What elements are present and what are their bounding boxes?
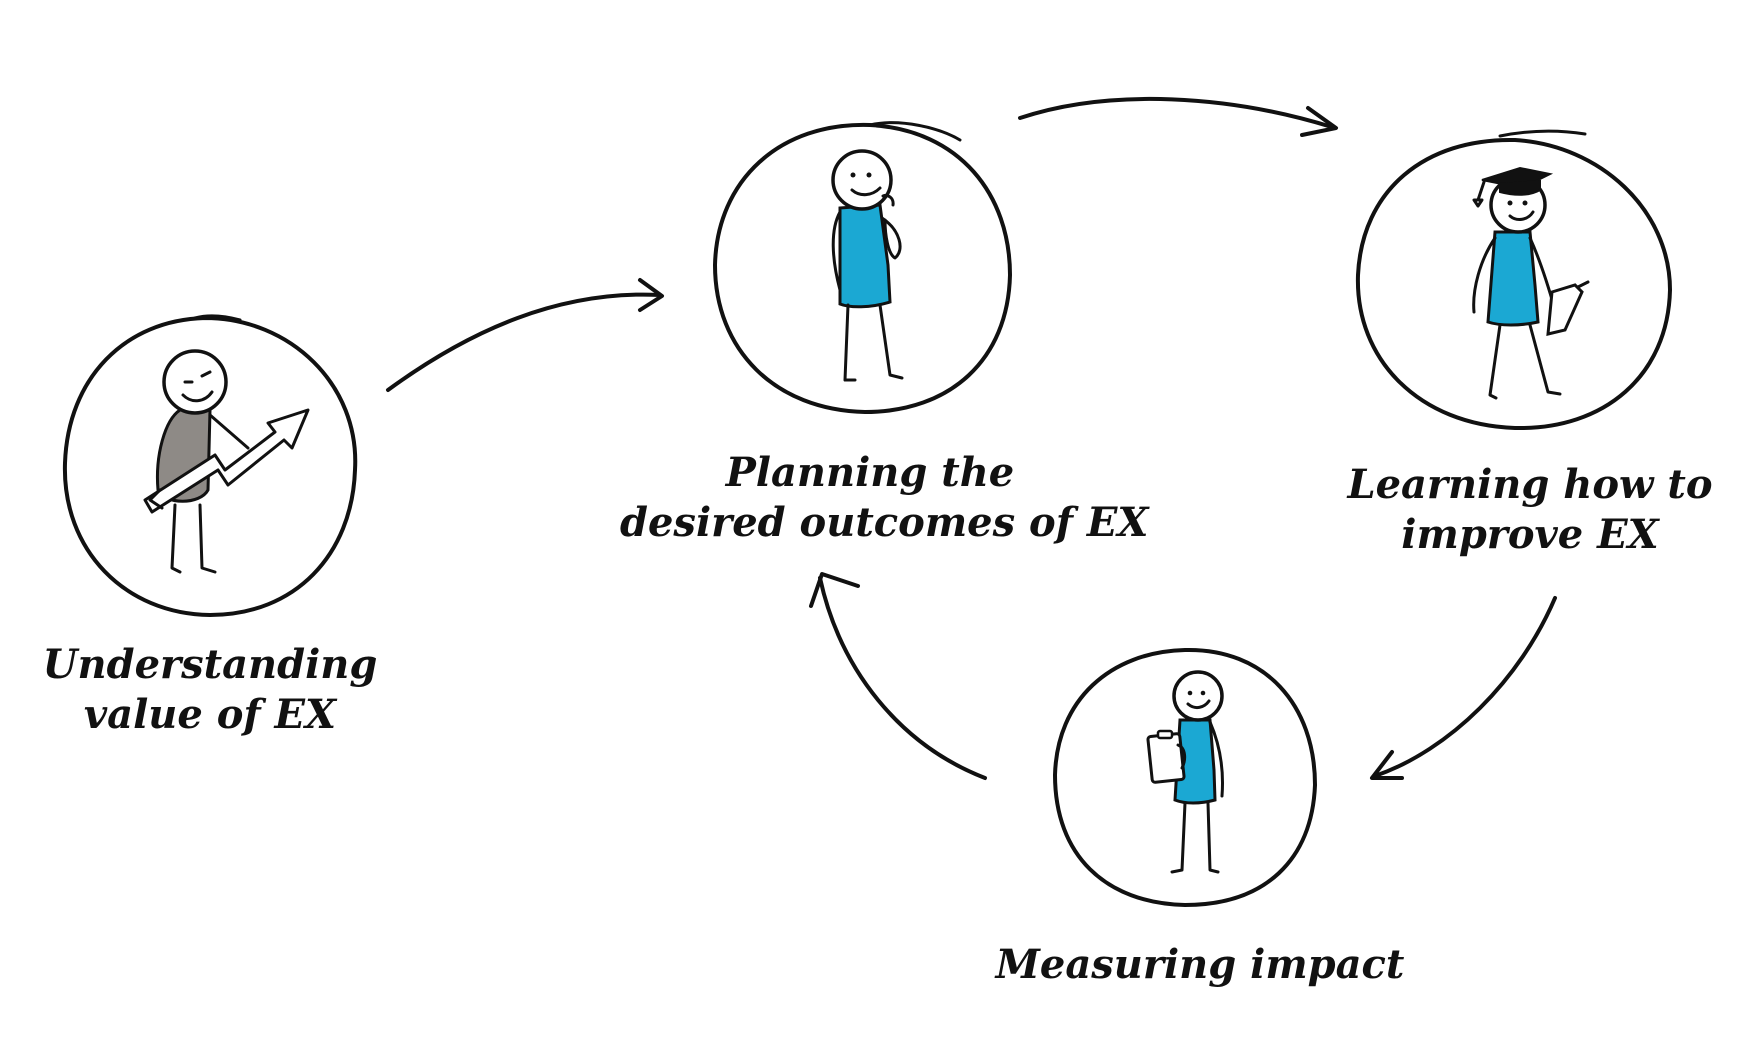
stage-understanding-node (62, 314, 358, 617)
stage-label-learning: Learning how to improve EX (1330, 460, 1730, 560)
stage-label-line: value of EX (83, 691, 337, 738)
stage-label-line: Learning how to (1347, 461, 1713, 508)
stage-planning-node (713, 121, 1012, 414)
arrow-learning-to-measuring (1370, 596, 1557, 780)
stage-label-planning: Planning the desired outcomes of EX (620, 448, 1149, 548)
clipboard-person-icon (1146, 670, 1224, 874)
arrow-planning-to-learning (1018, 96, 1338, 137)
stage-label-line: improve EX (1401, 511, 1659, 558)
stage-label-understanding: Understanding value of EX (30, 640, 390, 740)
stage-label-line: Planning the (725, 449, 1015, 496)
stage-label-line: Understanding (42, 641, 378, 688)
arrow-measuring-to-planning (809, 572, 987, 780)
stage-label-measuring: Measuring impact (990, 940, 1410, 990)
thinking-person-icon (831, 149, 904, 382)
stage-label-line: Measuring impact (995, 941, 1405, 988)
stage-measuring-node (1053, 647, 1317, 907)
rising-arrow-icon (143, 349, 310, 574)
stage-learning-node (1355, 129, 1672, 431)
stage-label-line: desired outcomes of EX (620, 499, 1149, 546)
arrow-understanding-to-planning (386, 278, 664, 392)
graduate-person-icon (1472, 166, 1590, 400)
